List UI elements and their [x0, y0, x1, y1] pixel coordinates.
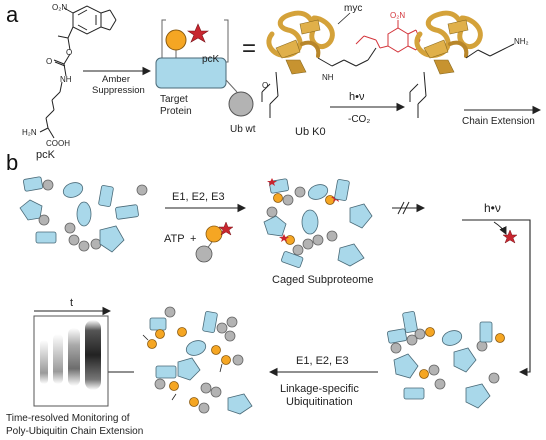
- equals-sign: =: [242, 35, 256, 62]
- ub-wt-circle: [228, 91, 254, 117]
- cage-star-icon: [187, 23, 209, 43]
- chain-extension-label: Chain Extension: [462, 116, 535, 127]
- target-label-2: Protein: [160, 106, 192, 117]
- hv-label-b: h•ν: [484, 201, 501, 215]
- red-caging-group: [355, 20, 421, 53]
- atp-label: ATP: [164, 233, 185, 245]
- proteome-cluster-3: [387, 311, 505, 409]
- amide-nh-label: NH: [60, 75, 72, 84]
- gel-lane-2: [53, 334, 63, 384]
- cooh-label: COOH: [46, 139, 70, 148]
- star-release-arrow: [493, 221, 507, 235]
- target-label-1: Target: [160, 94, 188, 105]
- e123-top-label: E1, E2, E3: [172, 191, 225, 203]
- panel-a-label: a: [6, 2, 19, 27]
- ubk0-structure: [261, 10, 377, 118]
- caged-subproteome-label: Caged Subproteome: [272, 274, 374, 286]
- break-mark-2: [402, 201, 410, 215]
- pck-molecule: [39, 5, 117, 139]
- target-protein-diagram: [155, 19, 254, 117]
- ubk0-label: Ub K0: [295, 126, 326, 138]
- pck-label: pcK: [36, 149, 56, 161]
- gel-lane-1: [40, 340, 48, 384]
- reagent-star-icon: [218, 221, 234, 236]
- target-protein-box: [155, 57, 227, 89]
- myc-pointer: [337, 12, 351, 25]
- proteome-cluster-1: [19, 176, 148, 253]
- hv-label-a: h•ν: [349, 91, 365, 103]
- plus-label: +: [190, 233, 196, 245]
- gel-image: [33, 315, 109, 407]
- nitro-label: O₂N: [52, 3, 67, 12]
- red-nitro-label: O₂N: [390, 11, 405, 20]
- released-star-icon: [502, 229, 518, 244]
- linkage-label-1: Linkage-specific: [280, 383, 359, 395]
- nh2-label: NH₂: [514, 37, 529, 46]
- carbonyl-oxygen-label: O: [46, 57, 52, 66]
- amber-label-2: Suppression: [92, 85, 145, 96]
- gel-lane-3: [68, 328, 80, 386]
- co2-label: -CO₂: [348, 114, 370, 125]
- proteome-cluster-4: [142, 306, 253, 415]
- amber-label-1: Amber: [102, 74, 130, 85]
- pck-small-label: pcK: [202, 54, 220, 65]
- ester-oxygen-label: O: [66, 48, 72, 57]
- ubk0-nh-label: NH: [322, 73, 334, 82]
- e123-bottom-label: E1, E2, E3: [296, 355, 349, 367]
- monitor-label-1: Time-resolved Monitoring of: [6, 413, 130, 424]
- linkage-label-2: Ubiquitination: [286, 396, 353, 408]
- reagent-ub-circle: [195, 245, 213, 263]
- panel-b-label: b: [6, 150, 18, 175]
- proteome-cluster-2: [263, 178, 373, 268]
- amine-label: H₂N: [22, 128, 37, 137]
- ubk0-o-label: O: [262, 81, 268, 90]
- cage-circle: [165, 29, 187, 51]
- monitor-label-2: Poly-Ubiquitin Chain Extension: [6, 426, 143, 437]
- time-label: t: [70, 297, 73, 309]
- hv-path-arrow: [462, 219, 531, 377]
- myc-label: myc: [344, 3, 362, 14]
- caged-ub-reagent: [205, 225, 223, 243]
- ub-decaged-structure: [409, 10, 515, 118]
- gel-lane-4: [85, 320, 101, 390]
- break-mark-1: [397, 201, 405, 215]
- ub-wt-label: Ub wt: [230, 124, 256, 135]
